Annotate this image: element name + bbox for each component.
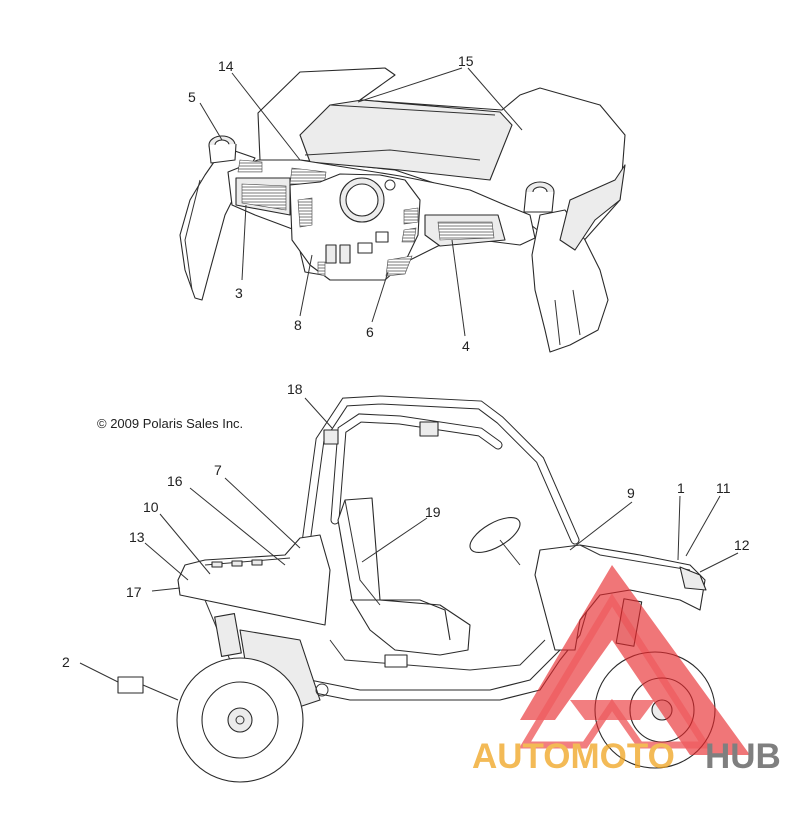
callout-8: 8 bbox=[294, 317, 302, 333]
callout-labels: 5 14 15 3 8 6 4 18 7 16 10 13 17 2 19 9 … bbox=[62, 53, 750, 670]
dashboard-view bbox=[179, 67, 626, 353]
callout-18: 18 bbox=[287, 381, 303, 397]
watermark-part1: AUTOMOTO bbox=[472, 737, 675, 776]
callout-10: 10 bbox=[143, 499, 159, 515]
callout-7: 7 bbox=[214, 462, 222, 478]
callout-11: 11 bbox=[716, 480, 731, 496]
watermark-part2: HUB bbox=[705, 737, 781, 776]
top-leader-lines bbox=[199, 67, 523, 337]
callout-2: 2 bbox=[62, 654, 70, 670]
callout-13: 13 bbox=[129, 529, 145, 545]
triangle-logo-icon bbox=[518, 565, 750, 755]
callout-14: 14 bbox=[218, 58, 234, 74]
callout-19: 19 bbox=[425, 504, 441, 520]
callout-5: 5 bbox=[188, 89, 196, 105]
callout-17: 17 bbox=[126, 584, 142, 600]
side-leader-lines bbox=[79, 397, 739, 701]
callout-9: 9 bbox=[627, 485, 635, 501]
callout-12: 12 bbox=[734, 537, 750, 553]
callout-6: 6 bbox=[366, 324, 374, 340]
callout-16: 16 bbox=[167, 473, 183, 489]
watermark: AUTOMOTO HUB bbox=[472, 565, 781, 776]
callout-1: 1 bbox=[677, 480, 685, 496]
callout-4: 4 bbox=[462, 338, 470, 354]
copyright-text: © 2009 Polaris Sales Inc. bbox=[97, 416, 243, 431]
callout-15: 15 bbox=[458, 53, 474, 69]
callout-3: 3 bbox=[235, 285, 243, 301]
